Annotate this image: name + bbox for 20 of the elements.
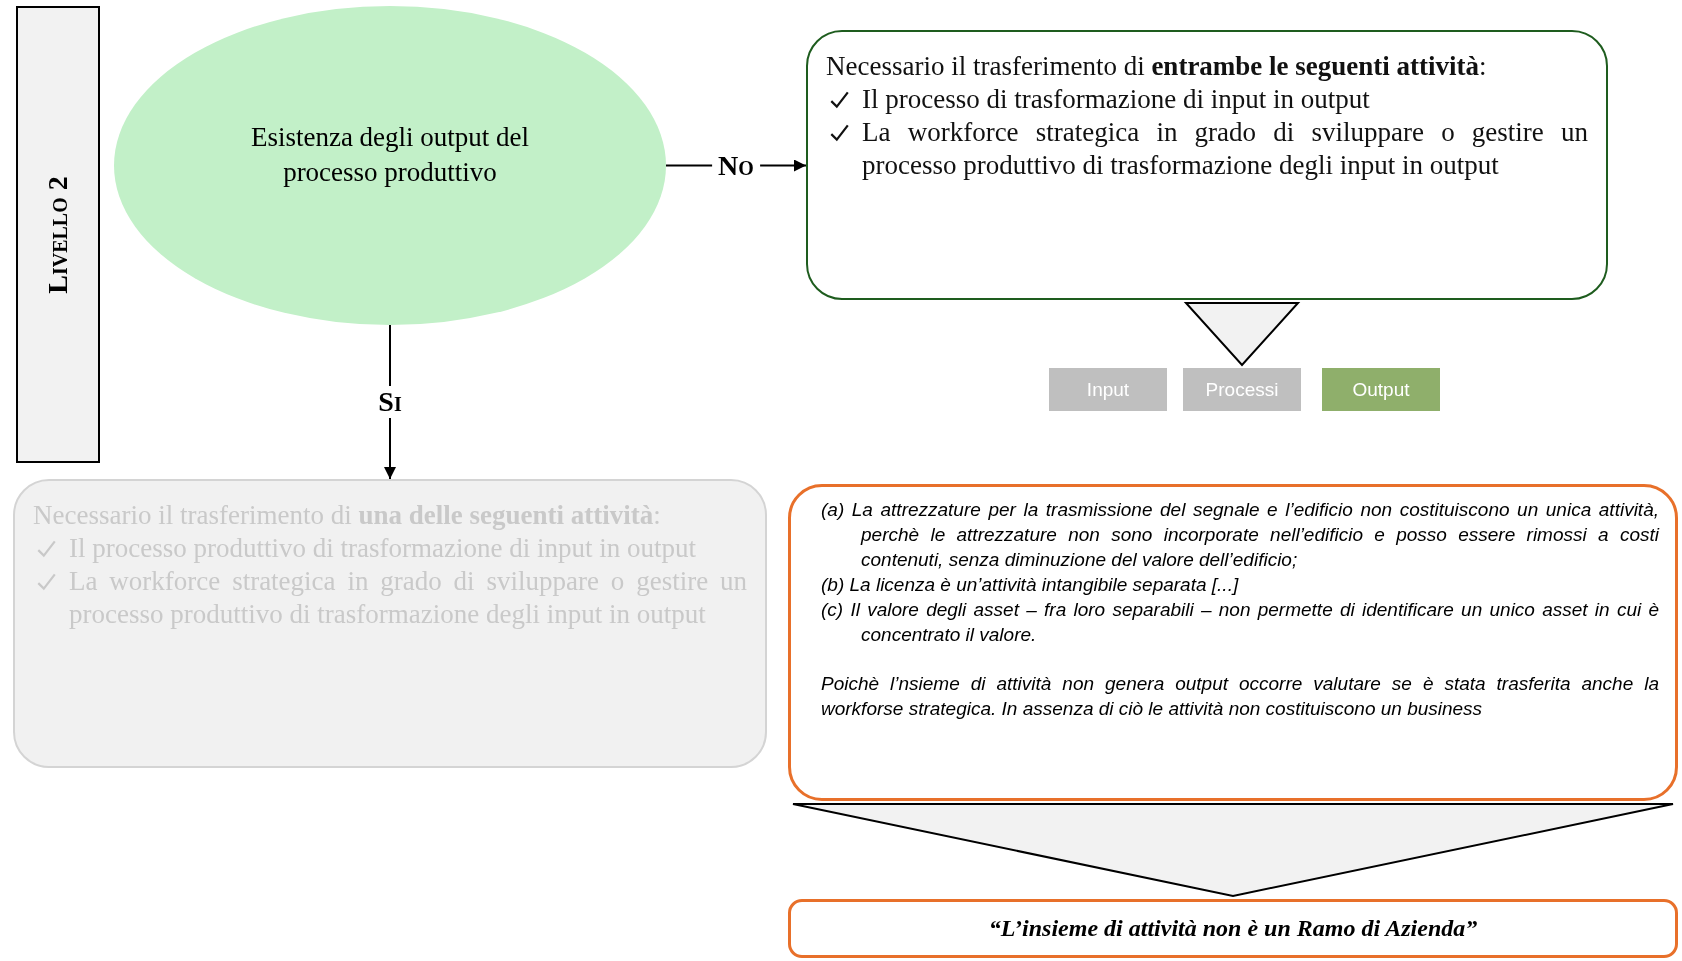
level-band xyxy=(16,6,100,463)
stage-tile: Processi xyxy=(1183,368,1301,411)
decision-text: Esistenza degli output del processo produttivo xyxy=(249,120,531,189)
note-item: (b) La licenza è un’attività intangibile separata [...] xyxy=(821,573,1240,597)
requirement-item: Il processo di trasformazione di input in output xyxy=(862,83,1371,116)
requirement-box xyxy=(13,479,767,768)
requirement-item: La workforce strategica in grado di sviluppare o gestire un processo produttivo di trasformazione degli input in output xyxy=(862,116,1588,182)
stage-tile: Output xyxy=(1322,368,1440,411)
requirement-heading: Necessario il trasferimento di entrambe le seguenti attività: xyxy=(826,50,1488,83)
note-box xyxy=(788,484,1678,801)
stage-tile: Input xyxy=(1049,368,1167,411)
level-label: Livello 2 xyxy=(42,175,74,294)
decision-ellipse xyxy=(114,6,666,325)
chevron-arrow xyxy=(1183,302,1301,367)
note-item: (a) La attrezzature per la trasmissione del segnale e l’edificio non costituiscono un unica attività, perchè le attrezzature non sono incorporate nell’edificio e posso essere rimossi a costi contenuti, senza diminuzione del valore dell’edificio; xyxy=(821,498,1659,572)
chevron-arrow xyxy=(792,803,1674,898)
note-item: (c) Il valore degli asset – fra loro separabili – non permette di identificare un unico asset in cui è concentrato il valore. xyxy=(821,598,1659,647)
note-paragraph: Poichè l’nsieme di attività non genera output occorre valutare se è stata trasferita anche la workforse strategica. In assenza di ciò le attività non costituiscono un business xyxy=(821,672,1659,721)
requirement-box xyxy=(806,30,1608,300)
conclusion-box: “L’insieme di attività non è un Ramo di Azienda” xyxy=(788,899,1678,958)
